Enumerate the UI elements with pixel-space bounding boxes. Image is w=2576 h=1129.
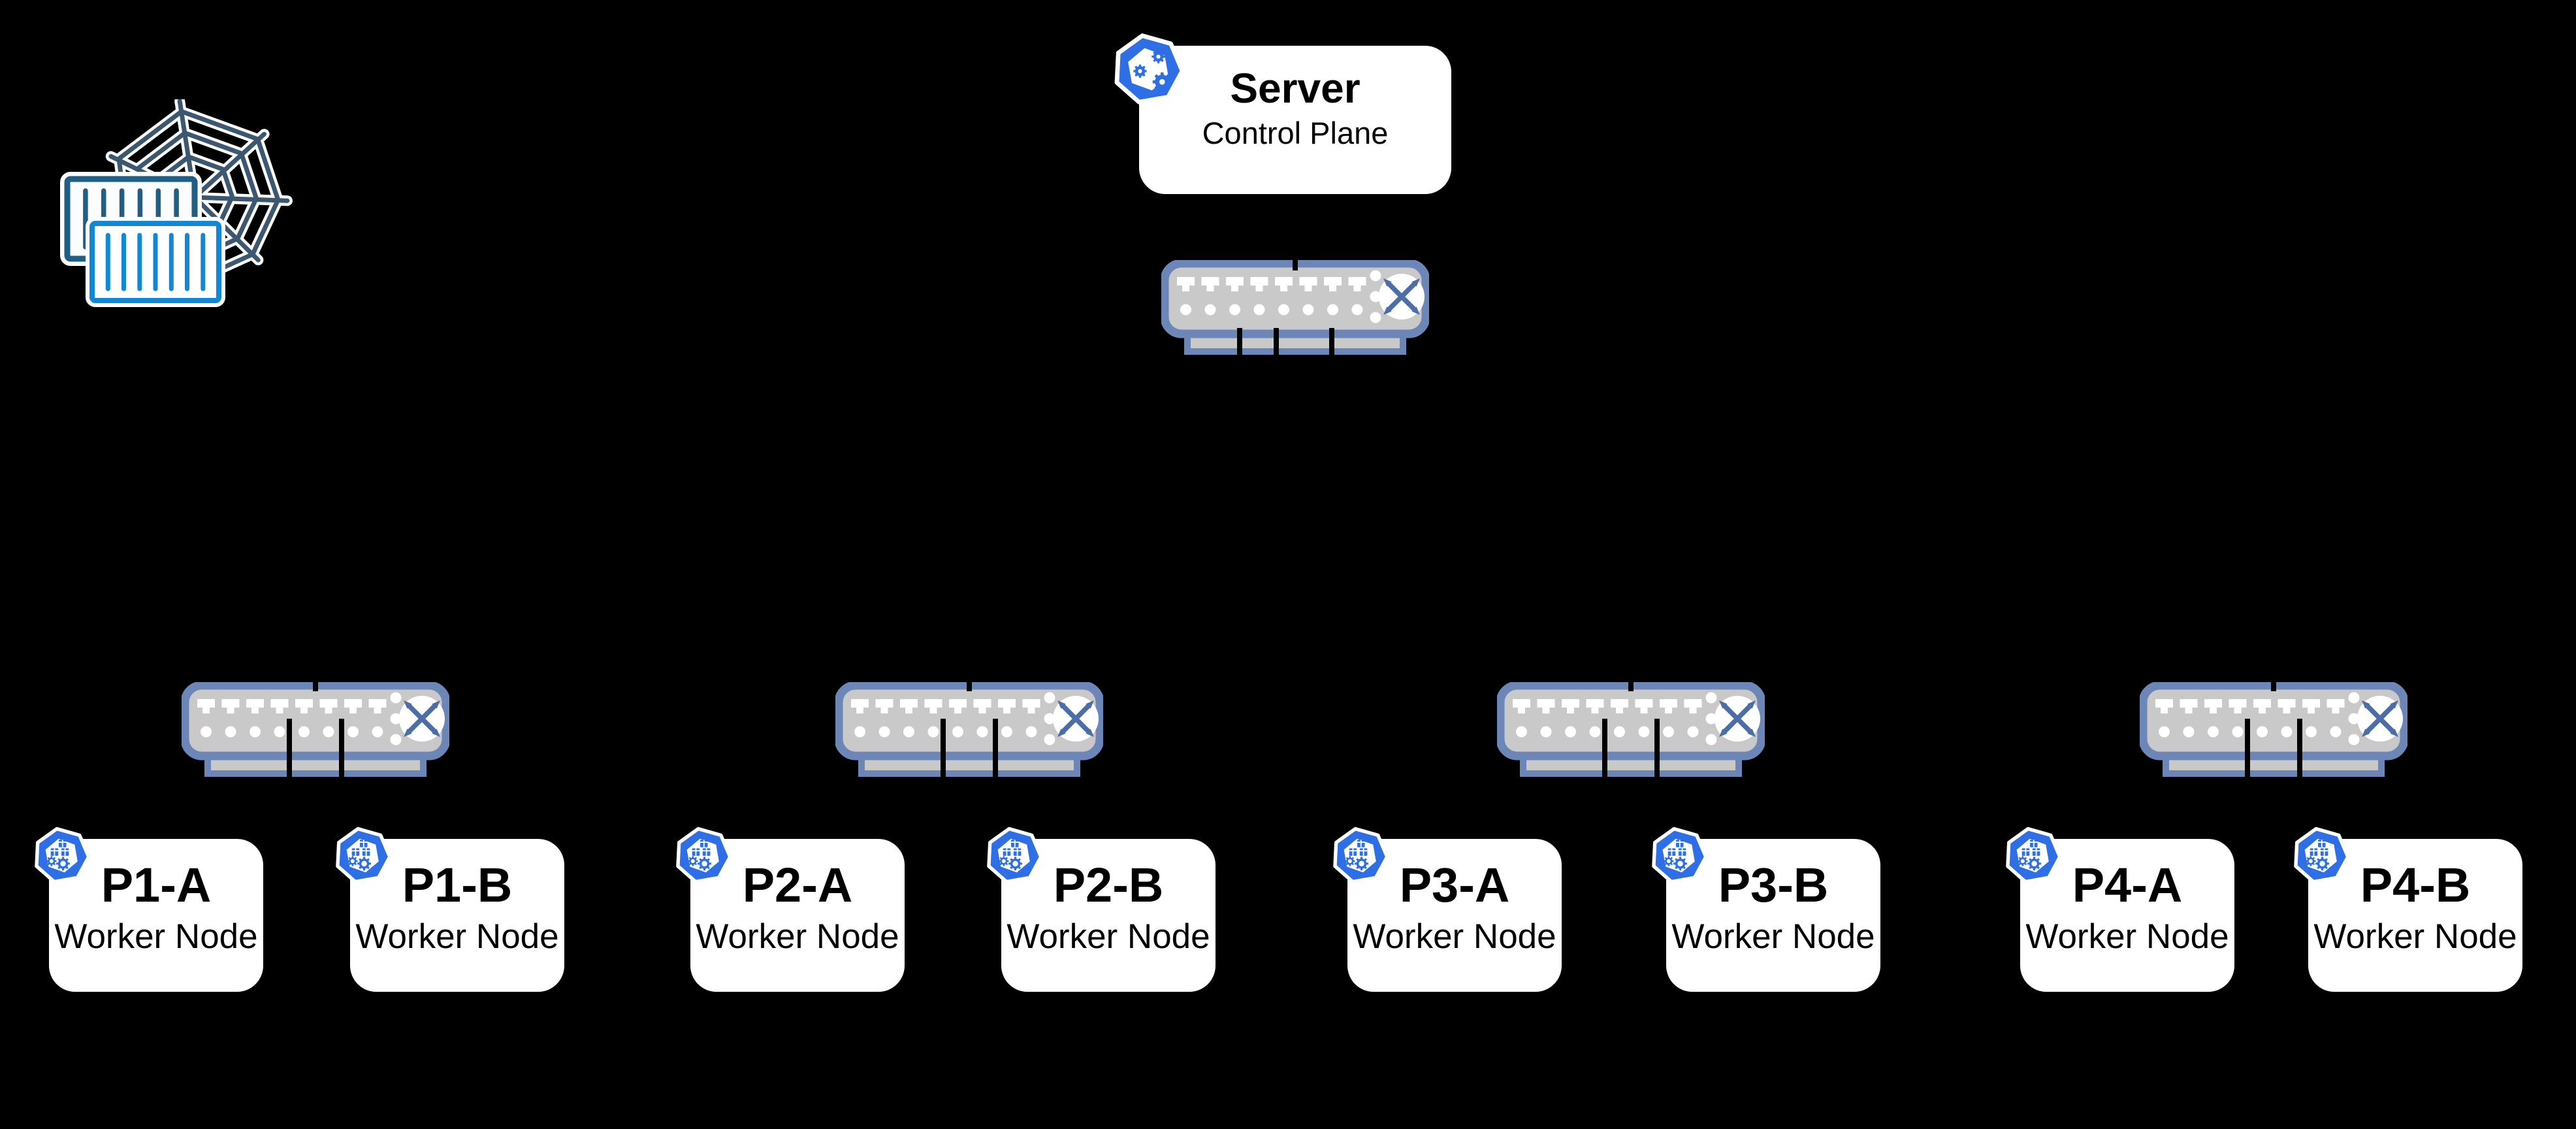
- node-subtitle: Worker Node: [1671, 917, 1875, 957]
- server-node: Server Control Plane: [1139, 46, 1451, 194]
- node-subtitle: Worker Node: [696, 917, 899, 957]
- node-subtitle: Worker Node: [2025, 917, 2229, 957]
- node-title: P4-A: [2072, 858, 2183, 912]
- node-title: P3-A: [1399, 858, 1510, 912]
- server-subtitle: Control Plane: [1202, 116, 1389, 151]
- worker-node-p1-a: P1-A Worker Node: [49, 839, 263, 992]
- node-subtitle: Worker Node: [54, 917, 258, 957]
- node-title: P1-B: [402, 858, 513, 912]
- node-subtitle: Worker Node: [2313, 917, 2517, 957]
- node-title: P2-A: [742, 858, 853, 912]
- node-title: P2-B: [1053, 858, 1164, 912]
- server-title: Server: [1230, 65, 1360, 112]
- containers-web-logo: [60, 99, 293, 307]
- front-container-icon: [86, 217, 225, 307]
- worker-node-p1-b: P1-B Worker Node: [350, 839, 564, 992]
- node-subtitle: Worker Node: [1006, 917, 1210, 957]
- node-title: P3-B: [1718, 858, 1829, 912]
- worker-node-p2-b: P2-B Worker Node: [1001, 839, 1216, 992]
- worker-node-p4-a: P4-A Worker Node: [2020, 839, 2234, 992]
- node-subtitle: Worker Node: [355, 917, 559, 957]
- worker-node-p4-b: P4-B Worker Node: [2308, 839, 2522, 992]
- worker-node-p3-a: P3-A Worker Node: [1347, 839, 1562, 992]
- worker-node-p3-b: P3-B Worker Node: [1666, 839, 1880, 992]
- node-title: P1-A: [101, 858, 212, 912]
- node-title: P4-B: [2360, 858, 2471, 912]
- node-subtitle: Worker Node: [1353, 917, 1556, 957]
- worker-node-p2-a: P2-A Worker Node: [690, 839, 905, 992]
